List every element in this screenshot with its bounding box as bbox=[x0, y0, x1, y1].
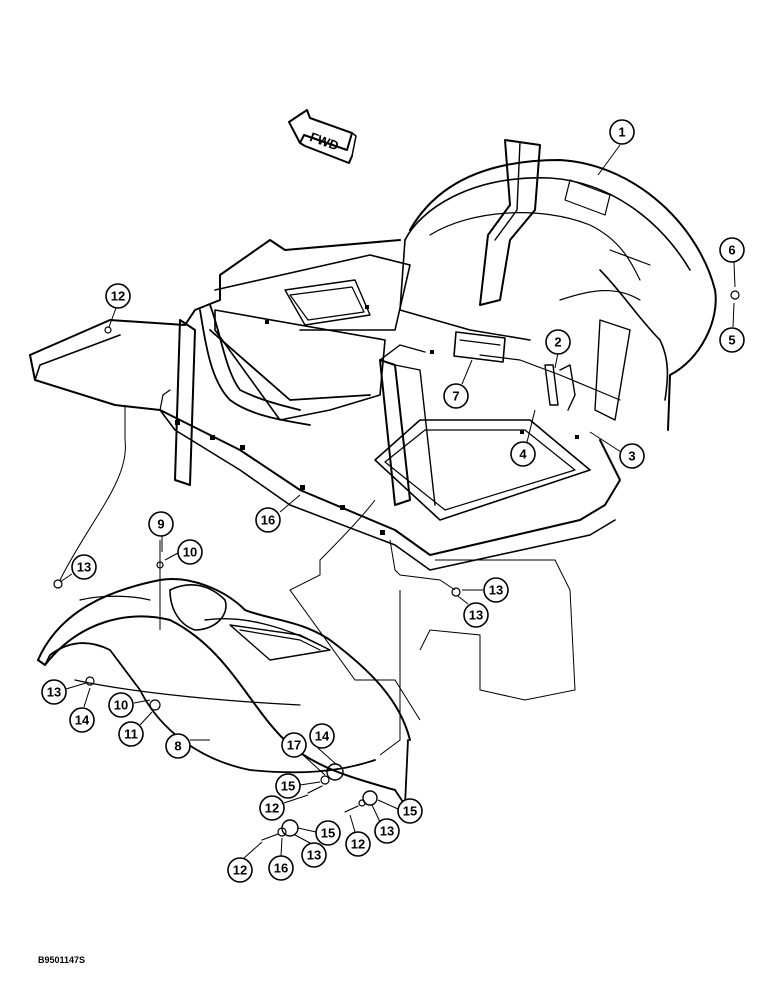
assembly-leaders bbox=[59, 405, 576, 756]
callout-number: 14 bbox=[315, 729, 330, 744]
callout-12-platform bbox=[105, 283, 131, 309]
callout-12-c bbox=[345, 831, 371, 857]
callout-15-b bbox=[397, 798, 423, 824]
callout-number: 12 bbox=[111, 289, 125, 304]
callout-18 bbox=[281, 732, 307, 758]
callout-number: 10 bbox=[114, 698, 128, 713]
callout-number: 16 bbox=[261, 513, 275, 528]
callout-4 bbox=[510, 441, 536, 467]
callout-3 bbox=[619, 443, 645, 469]
callout-number: 14 bbox=[75, 713, 90, 728]
callout-16-b bbox=[268, 855, 294, 881]
forward-arrow-icon: FWD bbox=[288, 109, 357, 164]
callout-15-a bbox=[309, 723, 335, 749]
callout-number: 3 bbox=[628, 449, 635, 464]
callout-number: 4 bbox=[519, 447, 527, 462]
callout-9 bbox=[148, 511, 174, 537]
callout-number: 12 bbox=[351, 837, 365, 852]
callout-number: 6 bbox=[728, 243, 735, 258]
callout-number: 15 bbox=[403, 804, 417, 819]
callout-13-e bbox=[374, 818, 400, 844]
callout-14-b bbox=[69, 707, 95, 733]
right-fender bbox=[399, 139, 717, 431]
callout-11 bbox=[118, 721, 144, 747]
callout-8 bbox=[165, 733, 191, 759]
callout-number: 12 bbox=[233, 863, 247, 878]
callout-13-a bbox=[71, 554, 97, 580]
callout-number: 11 bbox=[124, 727, 138, 742]
callout-number: 10 bbox=[183, 545, 197, 560]
callout-number: 13 bbox=[77, 560, 91, 575]
callout-13-d bbox=[301, 842, 327, 868]
callout-2 bbox=[545, 329, 571, 355]
callout-12-b bbox=[227, 857, 253, 883]
callout-number: 15 bbox=[321, 826, 335, 841]
callout-number: 8 bbox=[174, 739, 181, 754]
callout-number: 9 bbox=[157, 517, 164, 532]
callout-number: 17 bbox=[287, 738, 301, 753]
callouts: 1 2 3 4 5 6 7 8 9 10 bbox=[41, 119, 745, 883]
callout-number: 7 bbox=[452, 389, 459, 404]
callout-15-c bbox=[315, 820, 341, 846]
callout-number: 13 bbox=[47, 685, 61, 700]
callout-number: 16 bbox=[274, 861, 288, 876]
callout-13-b bbox=[41, 679, 67, 705]
callout-number: 13 bbox=[489, 583, 503, 598]
callout-number: 13 bbox=[469, 608, 483, 623]
callout-number: 15 bbox=[281, 779, 295, 794]
callout-number: 12 bbox=[265, 801, 279, 816]
reference-code: B9501147S bbox=[38, 955, 85, 965]
hardware bbox=[53, 290, 740, 841]
platform bbox=[29, 239, 621, 571]
callout-7 bbox=[443, 383, 469, 409]
callout-10-top bbox=[177, 539, 203, 565]
callout-1 bbox=[609, 119, 635, 145]
callout-17 bbox=[255, 507, 281, 533]
callout-number: 2 bbox=[554, 335, 561, 350]
callout-6 bbox=[719, 237, 745, 263]
callout-number: 5 bbox=[728, 333, 735, 348]
callout-number: 13 bbox=[380, 824, 394, 839]
callout-14-a bbox=[483, 577, 509, 603]
callout-12-a bbox=[259, 795, 285, 821]
callout-5 bbox=[719, 327, 745, 353]
left-fender bbox=[37, 578, 411, 806]
callout-number: 1 bbox=[618, 125, 625, 140]
callout-10-bottom bbox=[108, 692, 134, 718]
callout-16-a bbox=[275, 773, 301, 799]
callout-number: 13 bbox=[307, 848, 321, 863]
callout-13-c bbox=[463, 602, 489, 628]
